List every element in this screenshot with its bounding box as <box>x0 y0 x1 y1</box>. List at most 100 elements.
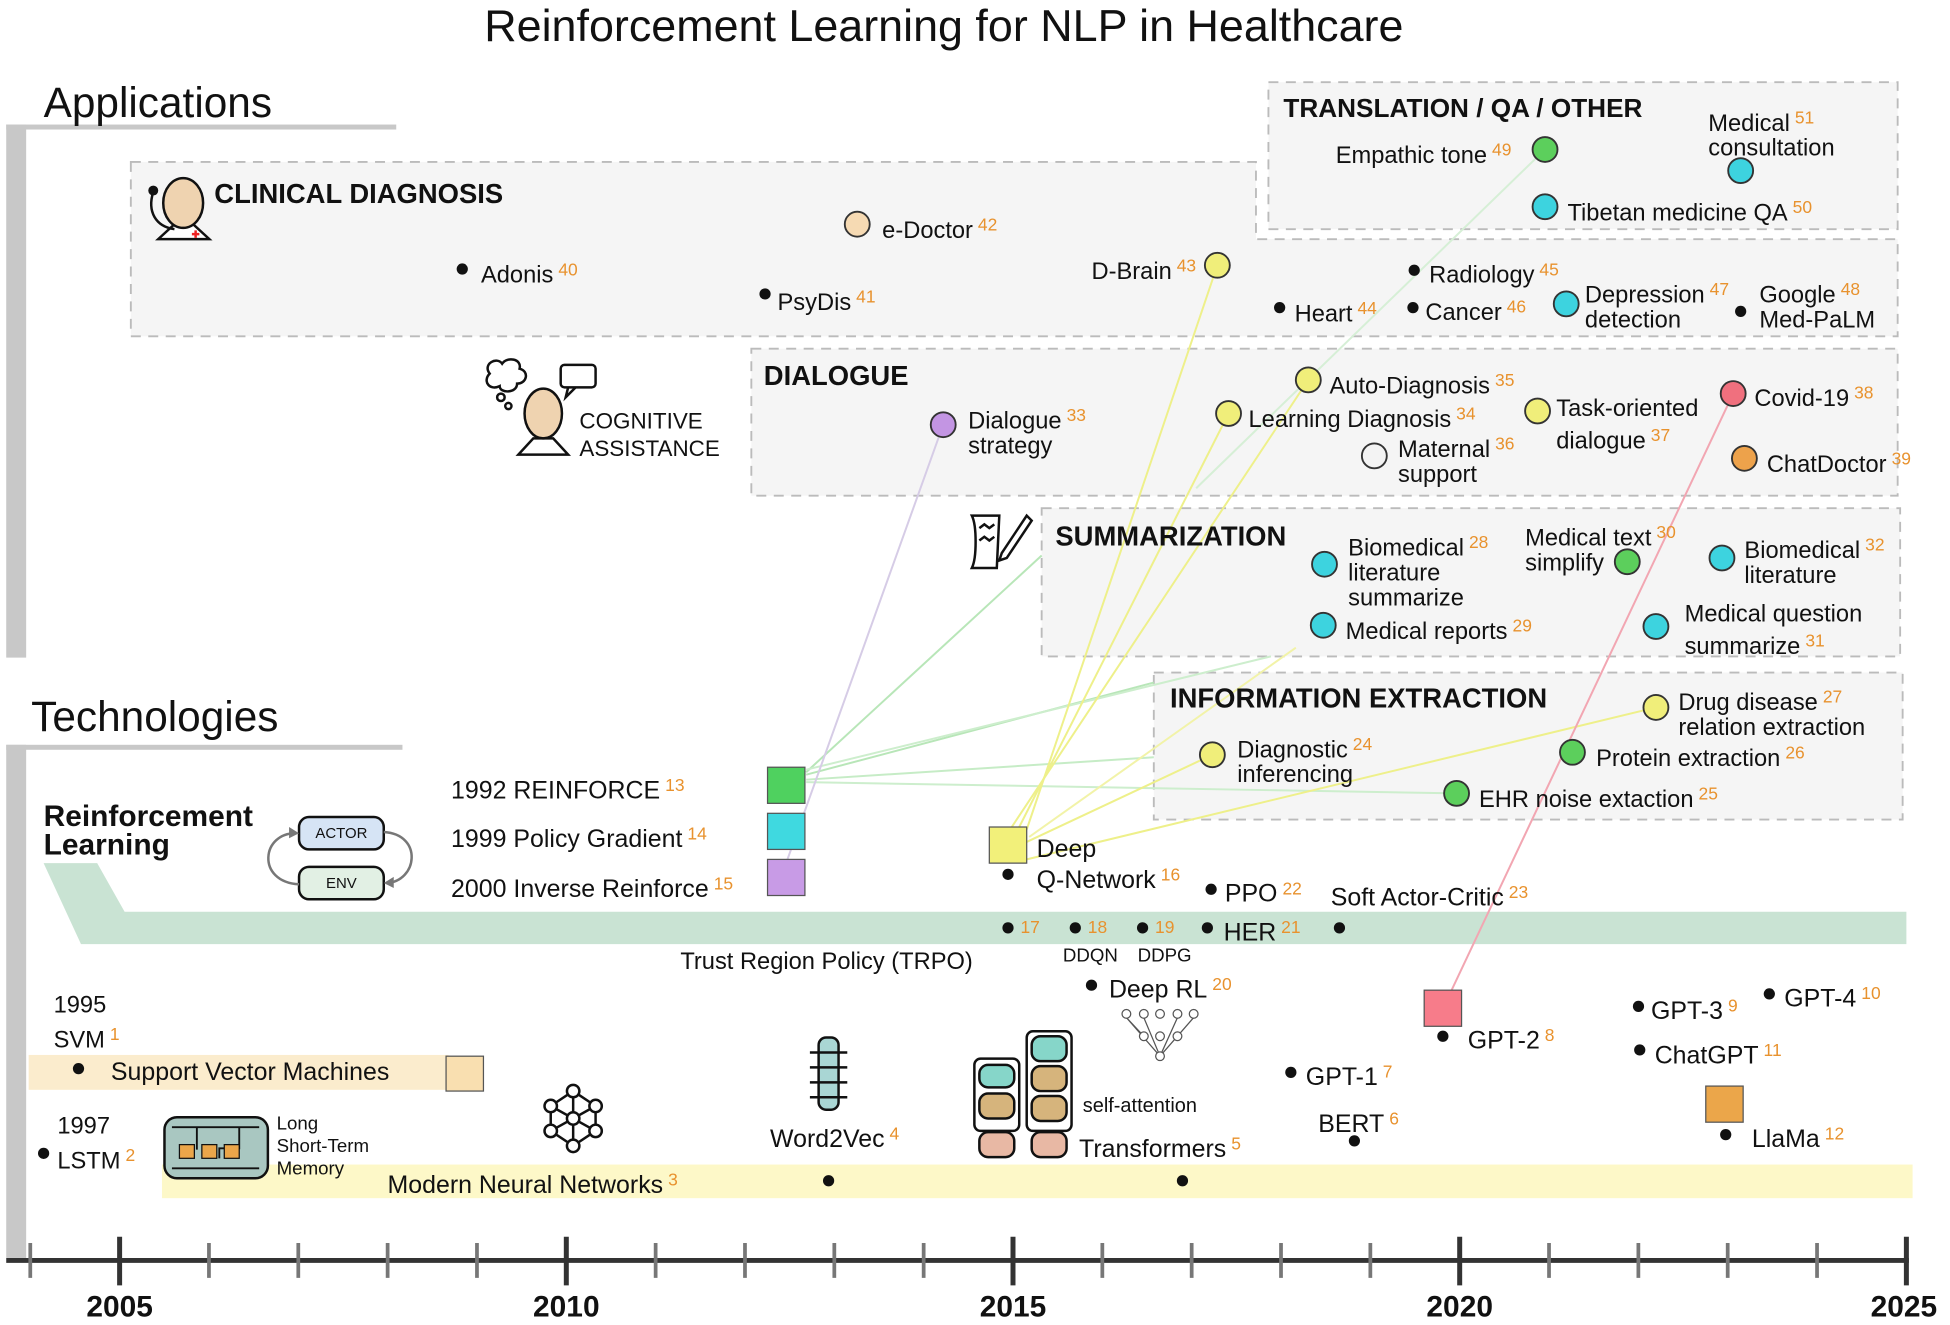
label-text: literature <box>1744 562 1837 590</box>
reference-number: 29 <box>1512 615 1532 636</box>
lstm-caption: Long Short-Term Memory <box>277 1113 369 1180</box>
label-text: LlaMa <box>1751 1125 1820 1154</box>
label-text: dialogue <box>1556 428 1646 455</box>
section-title-summarization: SUMMARIZATION <box>1055 520 1287 552</box>
tech-soft-actor-critic-dot <box>1333 922 1346 934</box>
reference-number: 24 <box>1352 733 1373 754</box>
app-medical-reports-marker <box>1309 611 1337 639</box>
label-text: Biomedical <box>1744 538 1861 565</box>
lstm-caption-line: Long <box>276 1113 319 1135</box>
tech-1992-reinforce-square <box>766 766 806 804</box>
reference-number: 32 <box>1865 534 1885 555</box>
label-text: PsyDis <box>777 290 852 317</box>
reference-number: 28 <box>1468 531 1489 552</box>
reference-number: 41 <box>856 286 876 307</box>
tech-ref-17-label: 17 <box>1015 914 1039 945</box>
neural-network-icon <box>543 1083 604 1154</box>
reference-number: 43 <box>1176 255 1197 276</box>
tech-ref-19-dot <box>1136 922 1149 934</box>
label-text: Google <box>1759 282 1836 309</box>
app-tibetan-medicine-qa-marker <box>1531 193 1559 221</box>
label-text: Soft Actor-Critic <box>1330 884 1504 912</box>
label-text: literature <box>1348 560 1441 587</box>
label-text: Heart <box>1294 301 1353 328</box>
label-text: Maternal <box>1398 437 1491 464</box>
reference-number: 48 <box>1840 278 1861 299</box>
applications-heading: Applications <box>43 79 273 128</box>
app-google-med-palm-dot <box>1735 305 1747 317</box>
label-line: detection <box>1584 307 1729 334</box>
reference-number: 44 <box>1357 297 1377 318</box>
reference-number: 26 <box>1785 742 1805 763</box>
label-text: 2000 Inverse Reinforce <box>451 875 709 903</box>
label-text: LSTM <box>57 1148 121 1175</box>
reference-number: 22 <box>1282 878 1302 899</box>
label-line: relation extraction <box>1678 716 1865 741</box>
reference-number: 21 <box>1281 916 1301 937</box>
reference-number: 16 <box>1160 864 1181 885</box>
connection-line <box>1195 148 1546 489</box>
reference-number: 19 <box>1155 916 1175 937</box>
label-text: SVM <box>53 1027 105 1054</box>
reference-number: 18 <box>1087 916 1108 937</box>
technologies-bar <box>6 744 27 1258</box>
label-text: HER <box>1223 919 1277 947</box>
app-depression-detection-marker <box>1552 290 1580 318</box>
section-title-information-extraction: INFORMATION EXTRACTION <box>1169 682 1548 714</box>
app-psydis-dot <box>759 288 771 300</box>
app-empathic-tone-marker <box>1531 136 1559 163</box>
label-text: e-Doctor <box>882 217 973 245</box>
label-text: detection <box>1584 307 1682 334</box>
reference-number: 20 <box>1212 973 1232 994</box>
app-auto-diagnosis-marker <box>1294 366 1322 394</box>
label-text: Q-Network <box>1036 866 1156 895</box>
section-title-translation: TRANSLATION / QA / OTHER <box>1283 94 1643 124</box>
lstm-caption-line: Short-Term <box>276 1135 370 1158</box>
self-attention-label: self-attention <box>1082 1096 1197 1118</box>
label-text: Medical <box>1708 110 1790 138</box>
label-text: Covid-19 <box>1754 386 1850 413</box>
tech-ref-18-dot <box>1069 922 1081 934</box>
reference-number: 8 <box>1544 1025 1555 1045</box>
lstm-icon <box>163 1115 270 1180</box>
label-text: Auto-Diagnosis <box>1329 373 1491 400</box>
label-text: support <box>1398 462 1477 489</box>
ddqn-label: DDQN <box>1062 945 1118 967</box>
tech-gpt-3-dot <box>1632 1000 1645 1012</box>
app-chatdoctor-marker <box>1731 444 1758 472</box>
nn-band-dot <box>1176 1175 1189 1187</box>
label-text: Biomedical <box>1348 535 1464 562</box>
reference-number: 4 <box>889 1123 900 1144</box>
tech-ref-18-label: 18 <box>1083 914 1107 945</box>
